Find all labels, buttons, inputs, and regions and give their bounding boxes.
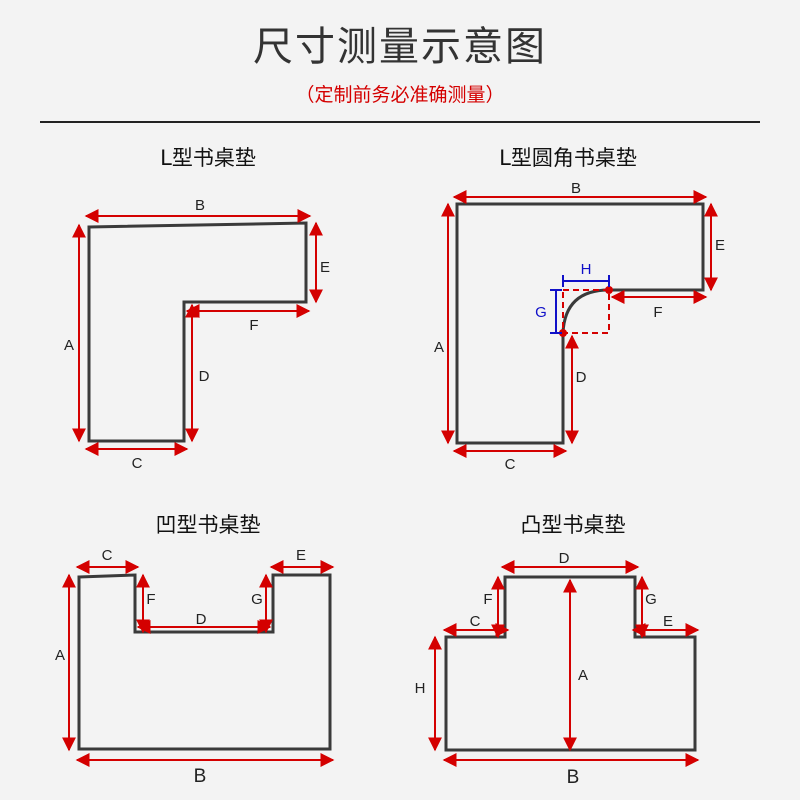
dim-label-c: C [470, 613, 481, 630]
panel-title-l-shape: L型书桌垫 [160, 146, 256, 170]
dim-label-e: E [663, 613, 673, 630]
dim-label-a: A [64, 337, 74, 354]
dim-label-c: C [132, 455, 143, 472]
dim-label-h: H [415, 680, 426, 697]
dim-label-d: D [559, 550, 570, 567]
l-round-outline [455, 202, 705, 445]
dim-label-d: D [199, 368, 210, 385]
dim-label-a: A [434, 339, 444, 356]
panel-convex: 凸型书桌垫 D F G C E A H B [415, 513, 700, 788]
dim-label-b: B [567, 767, 580, 788]
dim-label-c: C [102, 547, 113, 564]
panel-title-concave: 凹型书桌垫 [156, 513, 261, 537]
dim-label-e: E [296, 547, 306, 564]
panel-title-convex: 凸型书桌垫 [521, 513, 626, 537]
dim-label-b: B [194, 766, 207, 787]
dim-label-a: A [55, 647, 65, 664]
dim-label-h: H [581, 261, 592, 278]
concave-outline [77, 573, 332, 751]
dim-label-g: G [251, 591, 263, 608]
panel-concave: 凹型书桌垫 C E F G D A B [55, 513, 335, 787]
dim-label-c: C [505, 456, 516, 473]
page-subtitle: （定制前务必准确测量） [295, 84, 505, 106]
dim-label-f: F [483, 591, 492, 608]
dim-label-f: F [146, 591, 155, 608]
dim-label-d: D [576, 369, 587, 386]
dim-label-a: A [578, 667, 588, 684]
dim-label-g: G [535, 304, 547, 321]
corner-point-top [605, 286, 613, 294]
corner-reference-box [562, 289, 610, 334]
dim-label-b: B [195, 197, 205, 214]
dim-label-f: F [249, 317, 258, 334]
header-divider [40, 121, 760, 123]
dim-label-b: B [571, 180, 581, 197]
panel-title-l-round: L型圆角书桌垫 [499, 146, 637, 170]
dim-label-f: F [653, 304, 662, 321]
dim-label-g: G [645, 591, 657, 608]
page-title: 尺寸测量示意图 [253, 24, 547, 70]
panel-l-round: L型圆角书桌垫 H G B E F A D C [434, 146, 725, 473]
dim-label-e: E [715, 237, 725, 254]
l-shape-outline [87, 221, 308, 443]
panel-l-shape: L型书桌垫 B E F A D C [64, 146, 330, 472]
dim-label-e: E [320, 259, 330, 276]
dim-label-d: D [196, 611, 207, 628]
